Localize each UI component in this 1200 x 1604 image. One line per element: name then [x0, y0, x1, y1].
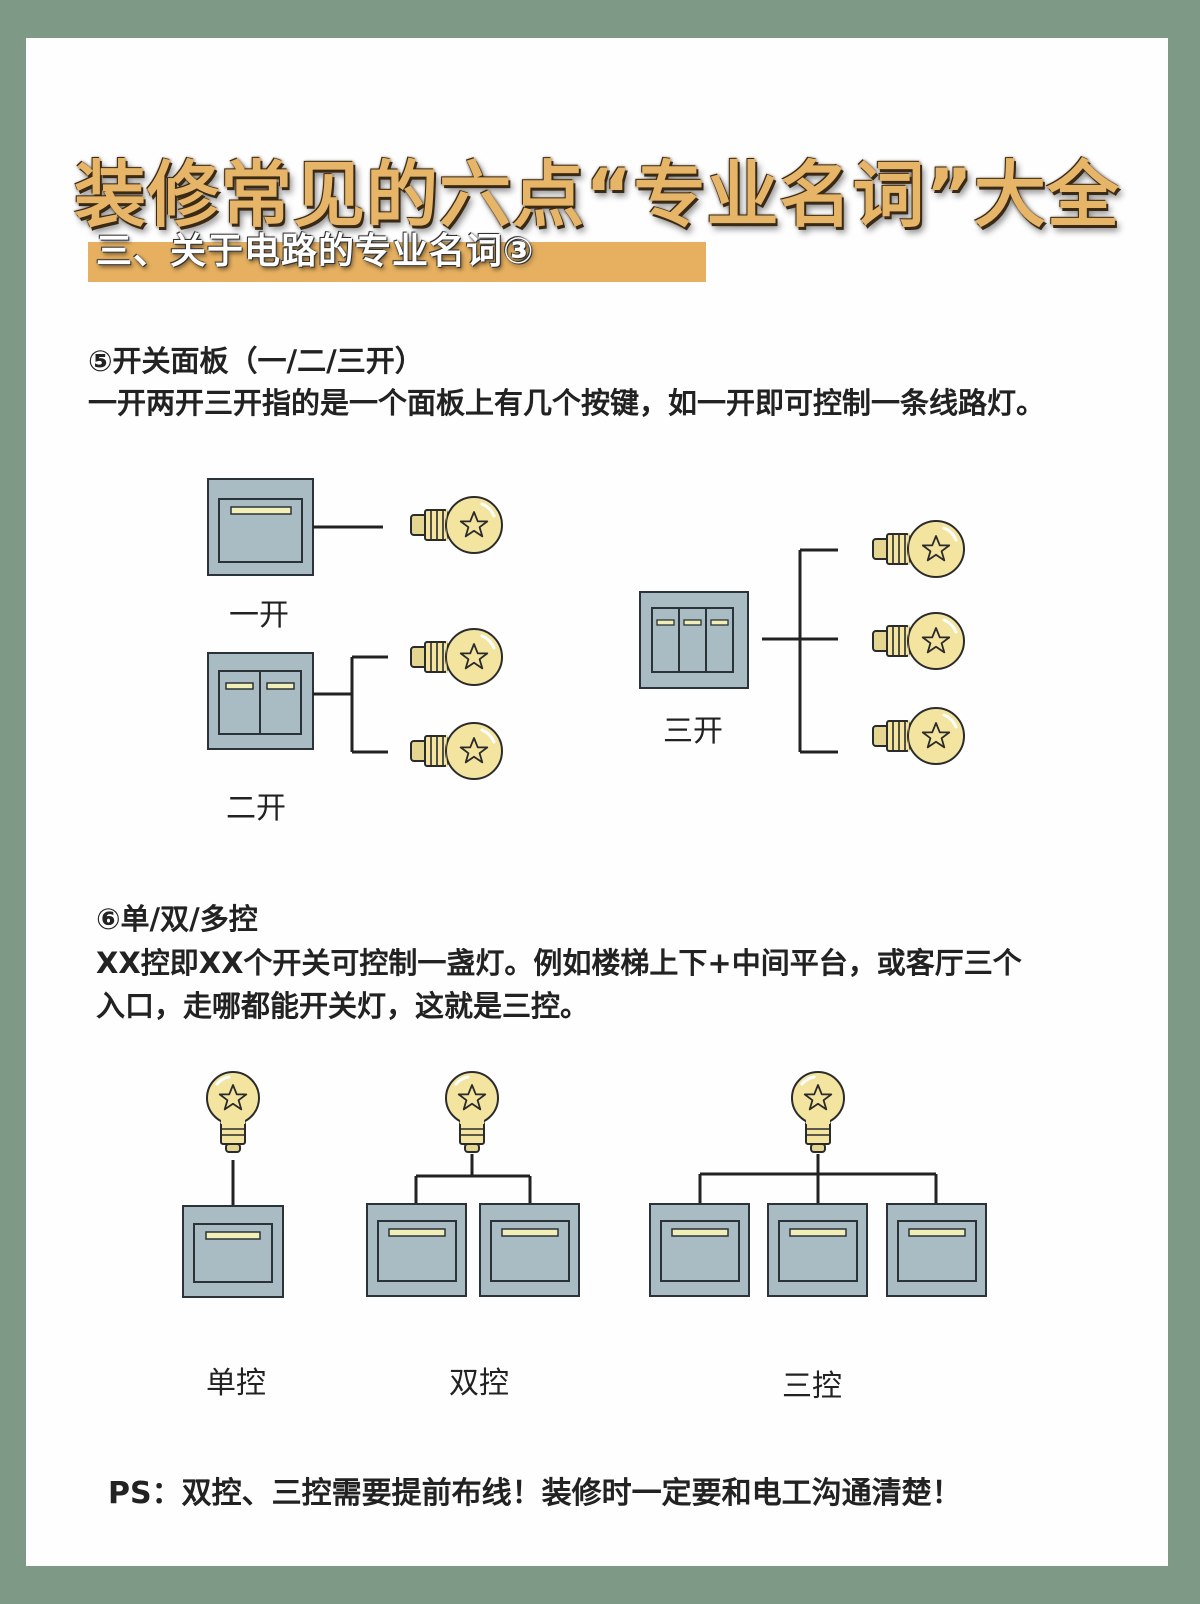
two-gang-wire	[313, 655, 388, 754]
label-double-control: 双控	[449, 1366, 509, 1401]
topic6-description-line2: 入口，走哪都能开关灯，这就是三控。	[96, 989, 590, 1023]
double-control-switch-icon	[366, 1203, 467, 1297]
label-single-control: 单控	[206, 1366, 266, 1401]
double-control-switch-icon	[479, 1203, 580, 1297]
wiring-diagrams	[182, 478, 987, 1298]
content-card: 装修常见的六点“专业名词”大全 三、关于电路的专业名词③ ⑤开关面板（一/二/三…	[26, 38, 1168, 1566]
triple-control-wire	[698, 1154, 938, 1204]
label-three-gang: 三开	[663, 714, 723, 749]
three-gang-light-bulb-icon	[871, 611, 966, 671]
three-gang-wire	[762, 548, 838, 754]
triple-control-light-bulb-icon	[790, 1070, 846, 1154]
main-title: 装修常见的六点“专业名词”大全	[74, 153, 1120, 237]
triple-control-switch-icon	[767, 1203, 868, 1297]
single-control-light-bulb-icon	[205, 1070, 261, 1154]
topic5-description: 一开两开三开指的是一个面板上有几个按键，如一开即可控制一条线路灯。	[88, 386, 1046, 420]
topic5-heading: ⑤开关面板（一/二/三开）	[88, 344, 424, 378]
two-gang-light-bulb-icon	[409, 721, 504, 781]
double-control-wire	[414, 1154, 532, 1204]
topic6-heading: ⑥单/双/多控	[96, 902, 258, 936]
ps-note: PS：双控、三控需要提前布线！装修时一定要和电工沟通清楚！	[108, 1476, 962, 1511]
label-two-gang: 二开	[226, 791, 286, 826]
one-gang-light-bulb-icon	[409, 495, 504, 555]
section-heading-bar	[88, 242, 706, 282]
three-gang-switch-icon	[639, 591, 749, 689]
three-gang-light-bulb-icon	[871, 706, 966, 766]
double-control-light-bulb-icon	[444, 1070, 500, 1154]
two-gang-switch-icon	[207, 652, 314, 750]
two-gang-light-bulb-icon	[409, 627, 504, 687]
triple-control-switch-icon	[886, 1203, 987, 1297]
topic6-description-line1: XX控即XX个开关可控制一盏灯。例如楼梯上下+中间平台，或客厅三个	[96, 946, 1022, 980]
label-one-gang: 一开	[229, 598, 289, 633]
single-control-switch-icon	[182, 1205, 284, 1298]
label-triple-control: 三控	[782, 1369, 842, 1404]
section-heading: 三、关于电路的专业名词③	[96, 231, 535, 272]
one-gang-switch-icon	[207, 478, 314, 576]
three-gang-light-bulb-icon	[871, 519, 966, 579]
triple-control-switch-icon	[649, 1203, 750, 1297]
